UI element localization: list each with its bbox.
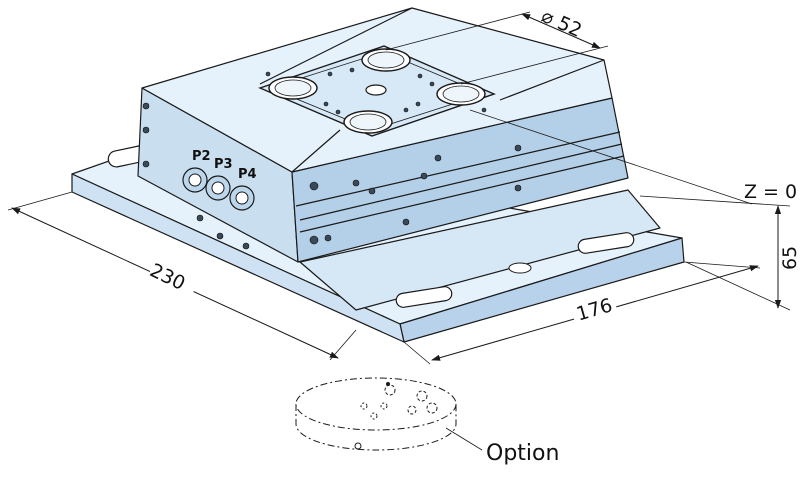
disc-hole xyxy=(416,390,428,402)
diameter-label: ⌀ 52 xyxy=(538,5,585,42)
screw-hole xyxy=(309,235,319,245)
body-groove xyxy=(299,143,623,221)
screw-hole xyxy=(352,179,360,187)
interface-hole xyxy=(417,73,423,79)
z-zero-label: Z = 0 xyxy=(744,181,797,203)
interface-hole xyxy=(323,101,329,107)
interface-hole xyxy=(327,71,333,77)
screw-hole xyxy=(242,242,250,250)
screw-hole xyxy=(309,181,319,191)
disc-hole xyxy=(384,384,396,396)
disc-side-hole xyxy=(354,442,362,450)
screw-hole xyxy=(324,234,332,242)
option-disc: Option xyxy=(295,377,559,466)
mounting-slot-right xyxy=(577,232,635,254)
port-label-p3: P3 xyxy=(214,157,233,172)
interface-hole xyxy=(335,109,341,115)
depth-label: 176 xyxy=(574,294,615,325)
screw-hole xyxy=(402,218,410,226)
port-label-p4: P4 xyxy=(238,167,257,182)
pneumatic-ports: P2 P3 P4 xyxy=(182,149,257,211)
base-plate-hole xyxy=(508,262,532,274)
screw-hole xyxy=(142,126,150,134)
interface-hole xyxy=(265,71,271,77)
interface-hole xyxy=(429,81,435,87)
screw-hole xyxy=(142,160,150,168)
port-fitting-p4 xyxy=(229,185,255,211)
clamping-interface xyxy=(258,45,496,137)
screw-hole xyxy=(514,144,522,152)
interface-hole xyxy=(415,101,421,107)
chamfer-edge xyxy=(499,59,605,101)
clamping-pin xyxy=(436,82,486,106)
clamping-pin xyxy=(268,76,318,100)
center-bore xyxy=(365,84,387,96)
disc-hole xyxy=(360,402,368,410)
interface-hole xyxy=(481,107,487,113)
disc-dot xyxy=(386,382,390,386)
screw-hole xyxy=(196,214,204,222)
screw-hole xyxy=(216,232,224,240)
interface-hole xyxy=(403,107,409,113)
screw-hole xyxy=(514,184,522,192)
chamfer-edge xyxy=(291,129,341,173)
disc-top xyxy=(295,377,457,431)
screw-hole xyxy=(142,102,150,110)
clamping-pin xyxy=(343,110,393,134)
disc-hole xyxy=(370,412,378,420)
body-groove xyxy=(295,131,621,207)
interface-hole xyxy=(349,67,355,73)
disc-hole xyxy=(407,405,417,415)
option-label: Option xyxy=(486,441,559,466)
disc-hole xyxy=(380,402,388,410)
dimension-width: 230 xyxy=(7,191,357,361)
height-label: 65 xyxy=(779,246,801,270)
port-fitting-p2 xyxy=(182,167,208,193)
port-fitting-p3 xyxy=(205,175,231,201)
screw-hole xyxy=(368,187,376,195)
screw-hole xyxy=(434,154,442,162)
chamfer-edge xyxy=(259,7,413,85)
dimension-z-ref: Z = 0 xyxy=(469,109,797,205)
screw-hole xyxy=(420,172,428,180)
port-label-p2: P2 xyxy=(192,149,211,164)
body-groove xyxy=(299,155,625,233)
clamping-pin xyxy=(361,48,411,72)
disc-hole xyxy=(426,402,438,414)
option-leader-line xyxy=(445,427,483,451)
